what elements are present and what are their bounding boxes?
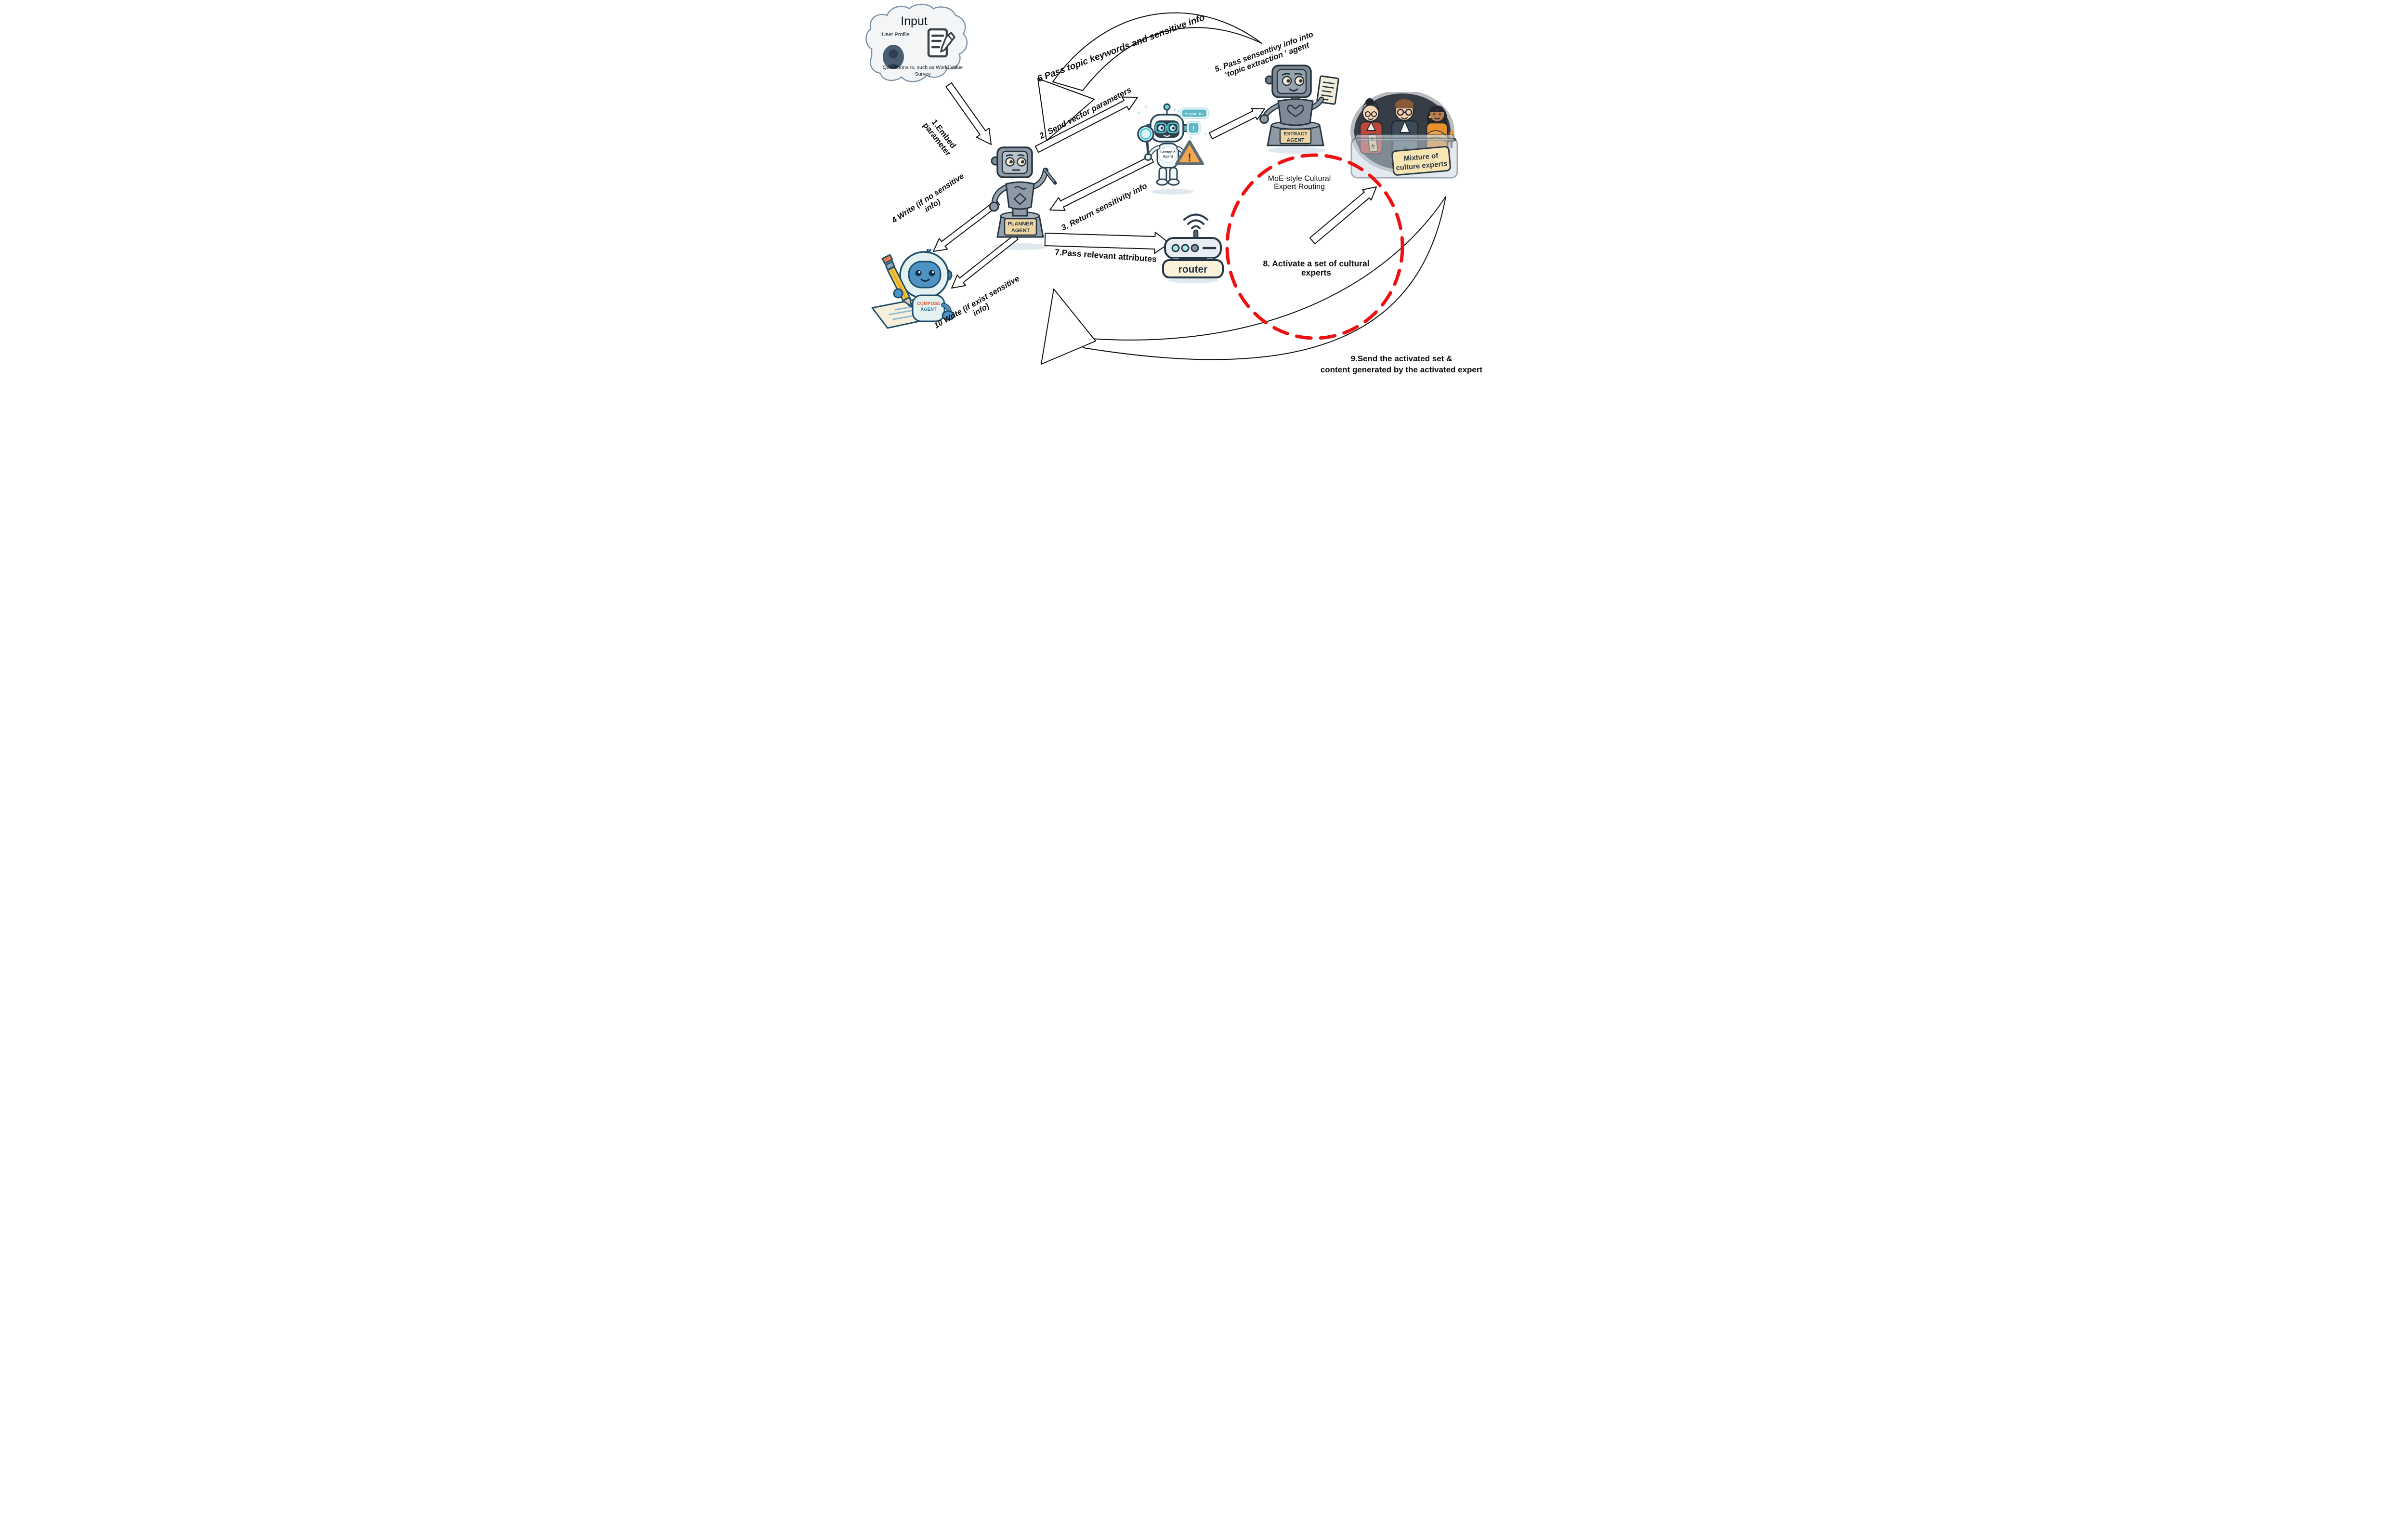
wifi-icon xyxy=(1191,225,1201,229)
sentopic-warning-triangle xyxy=(1175,140,1204,165)
label-step3: 3. Return sensitivity info xyxy=(1060,181,1149,233)
questionnaire-label: Questionnaire, such as World Value Surve… xyxy=(882,65,963,77)
router: router xyxy=(1161,207,1225,278)
label-step8: 8. Activate a set of cultural experts xyxy=(1263,259,1369,277)
arrow-step9-curve-band xyxy=(1072,196,1446,360)
extract-plaque-line2: AGENT xyxy=(1287,137,1305,143)
diagram-canvas: Input User Profile Questionnaire, such a… xyxy=(857,0,1551,382)
input-title: Input xyxy=(901,14,928,28)
label-moe-line1: MoE-style Cultural xyxy=(1268,174,1331,183)
arrow-step1-embed xyxy=(945,82,992,145)
label-step2: 2. Send vector parameters xyxy=(1038,85,1133,141)
compose-face xyxy=(908,261,942,289)
label-step9: 9.Send the activated set & content gener… xyxy=(1321,354,1482,376)
compose-hand-right xyxy=(942,310,955,321)
experts-label-line1: Mixture of xyxy=(1403,152,1439,163)
compose-chest-line1: COMPOSE xyxy=(917,301,941,306)
label-moe-line2: Expert Routing xyxy=(1274,183,1325,191)
extract-plaque-line1: EXTRACT xyxy=(1283,131,1308,137)
label-step8-line1: 8. Activate a set of cultural xyxy=(1263,259,1370,269)
label-step8-line2: experts xyxy=(1301,268,1332,277)
compose-agent: COMPOSE AGENT xyxy=(868,248,963,330)
router-label-plate xyxy=(1162,259,1224,278)
planner-torso xyxy=(1005,181,1035,210)
alert-badge-text: ! xyxy=(1192,125,1194,132)
extract-plaque xyxy=(1279,128,1312,145)
sentopic-chest-line2: Agent xyxy=(1163,154,1173,158)
router-label: router xyxy=(1178,264,1208,275)
label-step9-line2: content generated by the activated exper… xyxy=(1320,365,1483,374)
compose-chest-line2: AGENT xyxy=(920,307,936,312)
label-step4-line2: info) xyxy=(923,197,942,214)
planner-plaque-line1: PLANNER xyxy=(1008,221,1033,227)
arrow-step9-curve-head xyxy=(1041,289,1096,365)
label-step4: 4 Write (if no sensitive info) xyxy=(890,172,970,232)
label-step9-line1: 9.Send the activated set & xyxy=(1350,354,1453,364)
label-step4-line1: 4 Write (if no sensitive xyxy=(890,171,966,225)
sentopic-chest-line1: Sentopic xyxy=(1160,150,1176,154)
planner-pen xyxy=(1044,169,1055,182)
warning-exclamation: ! xyxy=(1188,151,1191,163)
keywords-badge-text: keywords xyxy=(1185,111,1204,116)
label-step6: 6 Pass topic keywords and sensitive info xyxy=(1035,12,1206,84)
arrow-step6-curve-band xyxy=(1052,12,1262,91)
planner-plaque-line2: AGENT xyxy=(1011,228,1030,234)
user-avatar xyxy=(883,45,904,69)
compose-body xyxy=(912,294,945,322)
sentopic-antenna xyxy=(1163,103,1171,111)
arrow-step8-activate xyxy=(1309,186,1377,245)
questionnaire-doc-icon xyxy=(927,28,955,58)
label-moe-routing: MoE-style Cultural Expert Routing xyxy=(1268,175,1331,192)
planner-agent: PLANNER AGENT xyxy=(983,143,1058,246)
user-profile-label: User Profile xyxy=(882,32,910,38)
input-cloud: Input User Profile Questionnaire, such a… xyxy=(861,3,969,86)
label-step7: 7.Pass relevant attributes xyxy=(1054,247,1157,264)
culture-experts: Mixture of culture experts xyxy=(1348,90,1461,182)
sentopic-agent: Sentopic Agent ! keywords ! xyxy=(1133,102,1212,191)
planner-plaque xyxy=(1004,218,1037,236)
label-step1: 1.Embed parameter xyxy=(921,116,959,158)
compose-hand-left xyxy=(893,288,903,299)
extract-torso xyxy=(1277,98,1314,126)
extract-agent: EXTRACT AGENT xyxy=(1251,63,1340,148)
pencil-eraser xyxy=(881,254,893,264)
